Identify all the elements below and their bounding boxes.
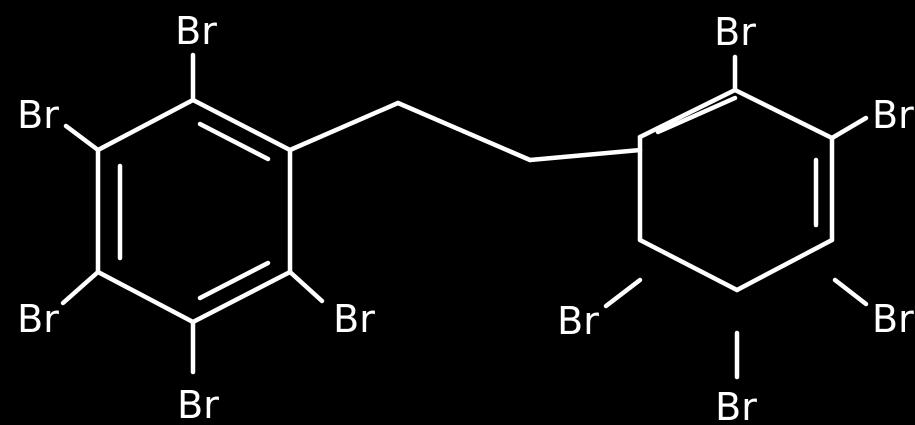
- bond-left-ring-4: [95, 269, 196, 325]
- bond-right-ring-2: [732, 87, 835, 141]
- bond-right-ring-5: [637, 237, 740, 293]
- bond-bridge-3: [527, 147, 643, 163]
- atom-label-left-top: Br: [175, 9, 217, 53]
- bond-right-br-lower-right: [832, 277, 869, 307]
- bond-right-br-upper-right: [829, 115, 869, 141]
- right-substituent-bonds: [603, 54, 869, 380]
- atom-label-right-lower-right: Br: [872, 297, 914, 341]
- atom-labels: Br Br Br Br Br Br Br Br Br Br: [17, 9, 914, 425]
- bond-right-br-lower-left: [603, 277, 643, 309]
- left-substituent-bonds: [60, 52, 325, 375]
- atom-label-right-bottom: Br: [715, 385, 757, 425]
- atom-label-right-upper-right: Br: [872, 93, 914, 137]
- atom-label-left-lower-left: Br: [17, 297, 59, 341]
- bond-right-ring-1-double: [655, 95, 738, 135]
- atom-label-left-bottom: Br: [177, 383, 219, 425]
- atom-label-left-lower-right: Br: [333, 297, 375, 341]
- atom-label-left-upper-left: Br: [17, 93, 59, 137]
- atom-label-right-top: Br: [714, 10, 756, 54]
- right-ring: [637, 87, 835, 293]
- bond-right-ring-1: [637, 87, 738, 140]
- bond-left-ring-inner-1: [197, 121, 271, 162]
- bond-left-br-lower-right: [287, 269, 325, 304]
- bond-left-br-lower-left: [60, 269, 101, 306]
- bond-left-ring-3: [190, 269, 293, 325]
- bond-left-ring-inner-2: [197, 260, 271, 301]
- bond-left-ring-6: [95, 97, 196, 153]
- bond-bridge-1: [287, 100, 401, 153]
- bond-left-ring-1: [190, 97, 293, 153]
- atom-label-right-lower-left: Br: [557, 299, 599, 343]
- left-ring: [95, 97, 293, 325]
- bond-right-ring-4: [734, 237, 835, 293]
- bond-left-br-upper-left: [63, 123, 101, 153]
- bridge-chain: [287, 100, 643, 163]
- bond-bridge-2: [395, 100, 533, 163]
